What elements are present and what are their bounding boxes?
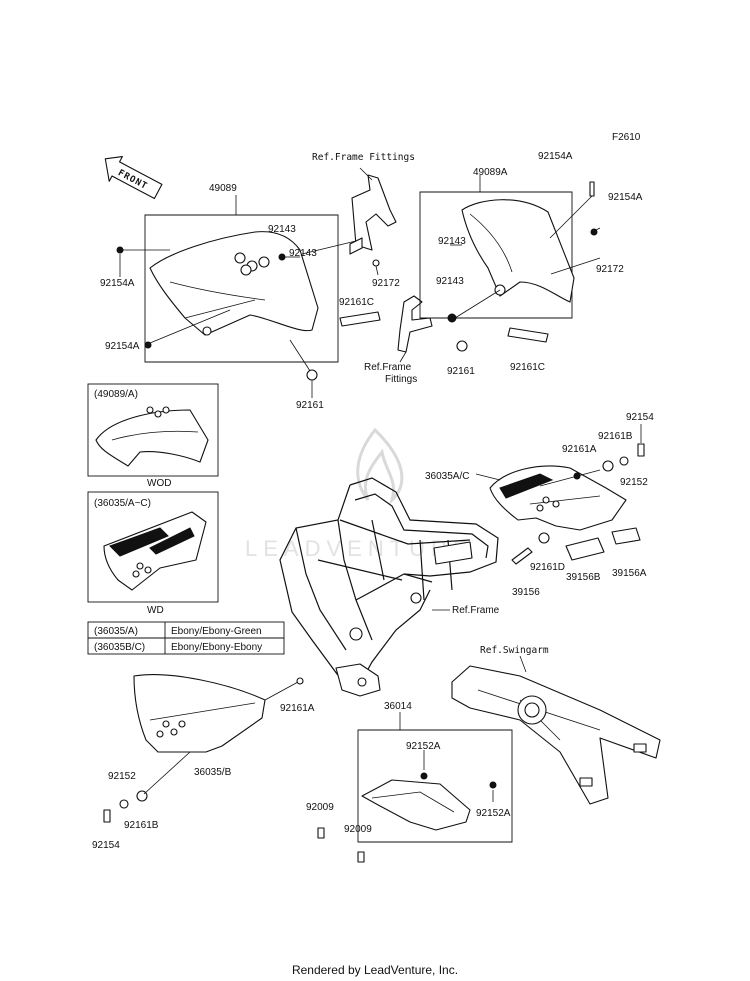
chain-guard-36014-group: 36014 92152A 92152A 92009 92009 [306,701,513,863]
watermark: LEADVENTURE [245,427,468,561]
inset-36035AC: (36035/A~C) WD [87,491,219,616]
label-92152A: 92152A [406,741,441,752]
label-92172: 92172 [596,264,624,275]
label-92143: 92143 [268,224,296,235]
motorcycle-frame: Ref.Frame [279,477,500,697]
shroud-49089-group: 49089 92143 92143 92154A 92154A 92161 [100,183,361,411]
ref-fittings-label: Fittings [385,374,417,385]
diagram-code: F2610 [612,132,641,143]
shroud-49089A-group: 49089A 92154A 92154A 92143 92143 92172 9… [419,151,643,377]
label-39156: 39156 [512,587,540,598]
label-92009: 92009 [306,802,334,813]
chain-guard-36014 [361,779,471,831]
tape-92161C-right [507,327,549,343]
shroud-49089 [149,231,319,336]
label-49089: 49089 [209,183,237,194]
label-92143: 92143 [438,236,466,247]
inset1-title: (49089/A) [94,389,138,400]
color-name: Ebony/Ebony-Green [171,626,262,637]
inset2-caption: WD [147,605,164,616]
side-cover-36035AC-group: 36035A/C 92161A 92161B 92154 92152 39156… [425,412,654,598]
shroud-49089A [461,199,575,303]
front-arrow-icon: FRONT [104,156,163,200]
footer-credit: Rendered by LeadVenture, Inc. [291,963,459,977]
label-92161B: 92161B [124,820,159,831]
label-92161A: 92161A [562,444,597,455]
inset-49089A: (49089/A) WOD [87,383,219,489]
label-92154A: 92154A [105,341,140,352]
frame-fittings-top: Ref.Frame Fittings 92172 92161C [312,152,415,327]
label-92161C: 92161C [339,297,374,308]
label-92161A: 92161A [280,703,315,714]
color-code: (36035B/C) [94,642,145,653]
side-cover-36035AC [489,465,627,531]
label-92154A: 92154A [538,151,573,162]
label-92152A: 92152A [476,808,511,819]
side-cover-36035B-group: 92161A 36035/B 92152 92161B 92154 [92,674,315,851]
label-49089A: 49089A [473,167,508,178]
label-92161: 92161 [447,366,475,377]
label-92161B: 92161B [598,431,633,442]
label-39156A: 39156A [612,568,647,579]
ref-swingarm: Ref.Swingarm [480,645,549,656]
label-36014: 36014 [384,701,412,712]
label-36035B: 36035/B [194,767,232,778]
label-39156B: 39156B [566,572,601,583]
tape-92161C [339,311,381,327]
pad-39156 [511,547,533,565]
label-92161D: 92161D [530,562,565,573]
label-92143: 92143 [289,248,317,259]
ref-frame-label: Ref.Frame [364,362,412,373]
label-92154: 92154 [626,412,654,423]
inset1-caption: WOD [147,478,171,489]
label-36035AC: 36035A/C [425,471,469,482]
label-92161C: 92161C [510,362,545,373]
inset2-title: (36035/A~C) [94,498,151,509]
pad-39156B [565,537,605,561]
side-cover-36035B [133,674,266,753]
pad-39156A [611,527,641,545]
swingarm: Ref.Swingarm [451,645,661,805]
ref-frame: Ref.Frame [452,605,500,616]
label-92154A: 92154A [100,278,135,289]
label-92161: 92161 [296,400,324,411]
label-92009: 92009 [344,824,372,835]
frame-fittings-mid: Ref.Frame Fittings [364,295,433,385]
label-92154A: 92154A [608,192,643,203]
color-name: Ebony/Ebony-Ebony [171,642,262,653]
label-92152: 92152 [108,771,136,782]
label-92172: 92172 [372,278,400,289]
label-92152: 92152 [620,477,648,488]
label-92143: 92143 [436,276,464,287]
label-92154: 92154 [92,840,120,851]
color-code: (36035/A) [94,626,138,637]
color-table: (36035/A) Ebony/Ebony-Green (36035B/C) E… [87,621,285,655]
ref-frame-fittings-top: Ref.Frame Fittings [312,152,415,163]
